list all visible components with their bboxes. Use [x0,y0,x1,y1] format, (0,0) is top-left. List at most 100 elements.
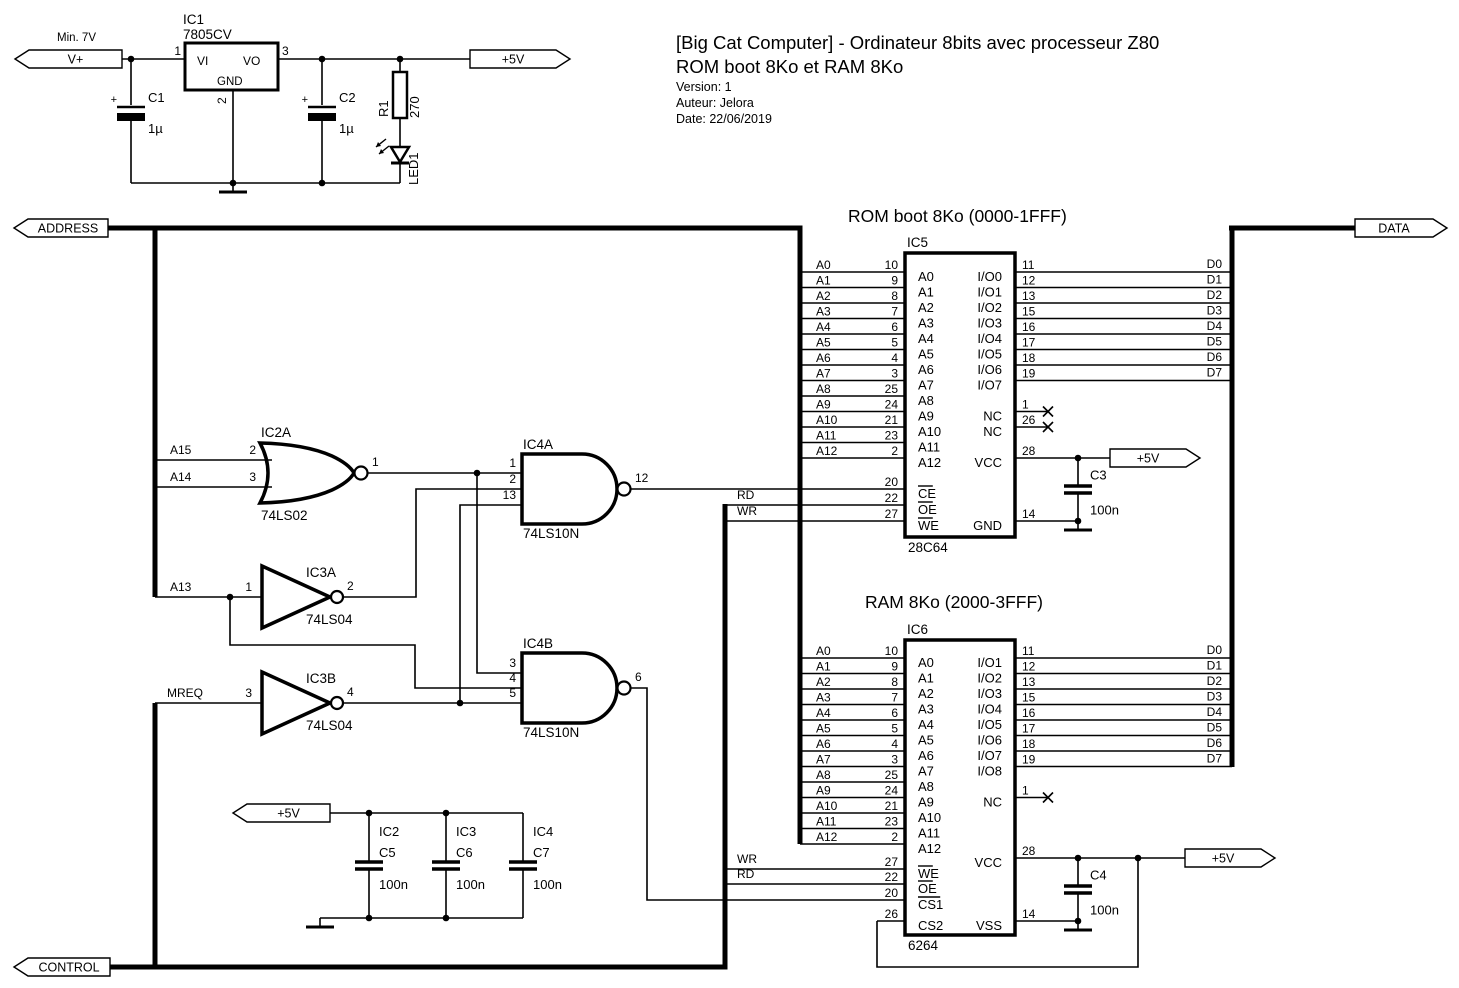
power-flag-5v [1184,848,1277,868]
pin-number: 23 [885,815,899,829]
pin-number: 1 [1022,784,1029,798]
pin-number: 15 [1022,305,1036,319]
chip-pin-name: CS2 [918,918,943,933]
chip-pin-name: I/O2 [977,300,1002,315]
net-label: A13 [170,580,192,594]
net-label: A8 [816,382,831,396]
nc-cross [1042,791,1054,804]
chip-pin-name: GND [973,518,1002,533]
net-label: A5 [816,336,831,350]
rom-chip-title: ROM boot 8Ko (0000-1FFF) [848,206,1067,226]
pin-number: 19 [1022,753,1036,767]
cap-for-ic: IC4 [533,824,553,839]
rom-chip-ref: IC5 [907,235,928,250]
net-label: A4 [816,320,831,334]
chip-pin-name: I/O4 [977,702,1002,717]
control-bus-flag-label: CONTROL [38,961,99,975]
chip-pin-name: I/O7 [977,378,1002,393]
chip-pin-name: A7 [918,764,934,779]
rom-chip-part: 28C64 [908,540,948,555]
power-flag-vplus-label: V+ [68,53,84,67]
ic1-pin-name: VI [197,54,208,68]
net-label: D4 [1207,705,1223,719]
ic3b-part: 74LS04 [306,718,353,733]
cap-ref: C3 [1090,468,1107,483]
pin-number: 5 [891,336,898,350]
nand-gate-ic4a-bubble [616,481,632,497]
pin-number: 2 [347,579,354,593]
chip-pin-name: A11 [918,440,940,455]
net-label: D0 [1207,643,1223,657]
junction-dot [318,179,326,187]
pin-number: 9 [891,274,898,288]
chip-pin-name: CE [918,486,936,501]
pin-number: 1 [509,456,516,470]
nand-gate-ic4a [520,452,619,526]
net-label: D3 [1207,690,1223,704]
chip-pin-name: A6 [918,362,934,377]
net-label: A9 [816,784,831,798]
pin-number: 21 [885,413,899,427]
pin-number: 8 [891,289,898,303]
chip-pin-name: I/O0 [977,269,1002,284]
net-label: D7 [1207,366,1223,380]
capacitor-c1 [117,113,145,121]
pin-number: 10 [885,258,899,272]
net-label: A10 [816,799,838,813]
chip-pin-name: OE [918,881,937,896]
title-block: [Big Cat Computer] - Ordinateur 8bits av… [676,31,1159,127]
net-label: RD [737,488,755,502]
chip-pin-name: A8 [918,393,934,408]
c2-ref: C2 [339,90,356,105]
net-label: A6 [816,351,831,365]
net-label: D1 [1207,659,1223,673]
chip-pin-name: I/O5 [977,347,1002,362]
cap-for-ic: IC2 [379,824,399,839]
capacitor-c2 [308,113,336,121]
pin-number: 24 [885,784,899,798]
pin-number: 27 [885,855,899,869]
chip-pin-name: A4 [918,717,934,732]
pin-number: 1 [372,455,379,469]
led-emission-arrow [376,142,381,147]
wire [631,687,905,901]
chip-pin-name: A1 [918,285,934,300]
net-label: A1 [816,274,831,288]
chip-pin-name: A9 [918,409,934,424]
chip-pin-name: A11 [918,826,940,841]
pin-number: 20 [885,886,899,900]
pin-number: 10 [885,644,899,658]
ram-chip-part: 6264 [908,938,939,953]
voltage-regulator-ic1 [183,41,280,92]
power-flag-5v-label: +5V [277,807,300,821]
chip-pin-name: A0 [918,655,934,670]
led-emission-arrow [379,149,384,154]
pin-number: 15 [1022,691,1036,705]
pin-number: 4 [891,351,898,365]
pin-number: 19 [1022,367,1036,381]
ic1-pin-name: VO [243,54,260,68]
pin-number: 6 [891,320,898,334]
pin-number: 8 [891,675,898,689]
pin-number: 23 [885,429,899,443]
data-bus-flag-label: DATA [1378,222,1410,236]
pin-number: 13 [1022,675,1036,689]
pin-number: 1 [174,44,181,58]
chip-pin-name: A12 [918,455,941,470]
net-label: D6 [1207,736,1223,750]
chip-pin-name: A10 [918,424,941,439]
net-label: A11 [816,429,837,443]
chip-pin-name: I/O6 [977,733,1002,748]
chip-pin-name: I/O2 [977,671,1002,686]
chip-pin-name: A1 [918,671,934,686]
pin-number: 24 [885,398,899,412]
ram-chip-ref: IC6 [907,622,928,637]
pin-number: 5 [891,722,898,736]
net-label: A8 [816,768,831,782]
net-label: D3 [1207,304,1223,318]
led1-ref: LED1 [406,152,421,185]
pin-number: 28 [1022,444,1036,458]
net-label: A11 [816,815,837,829]
chip-pin-name: I/O1 [977,655,1002,670]
